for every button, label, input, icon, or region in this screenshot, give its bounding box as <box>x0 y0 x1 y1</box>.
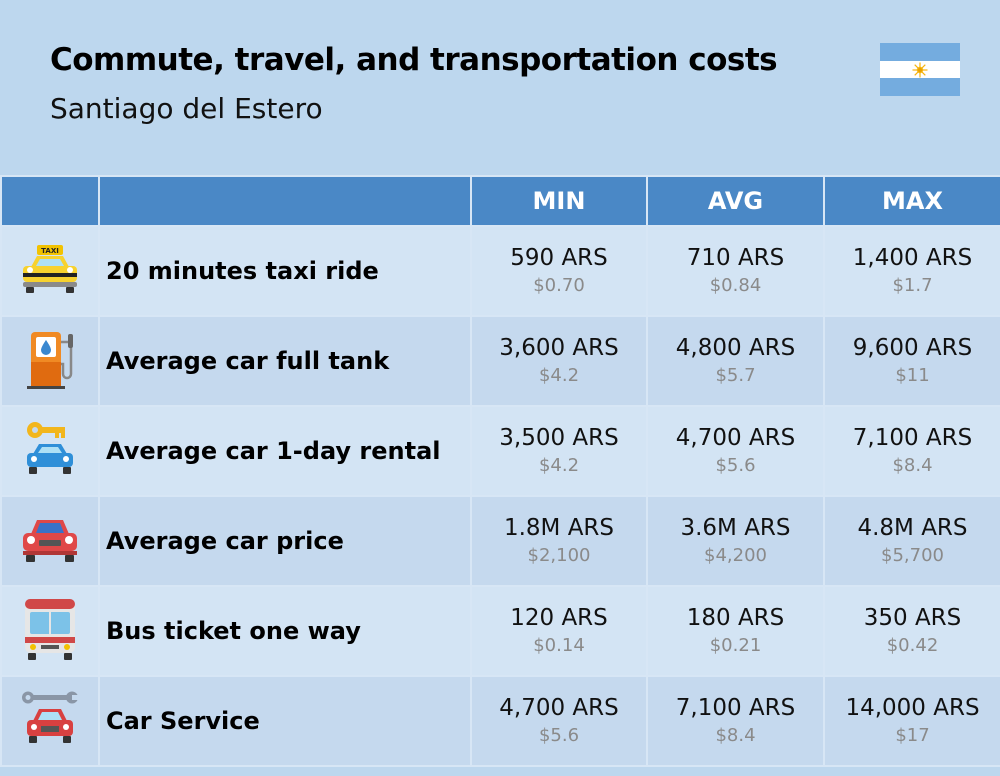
min-usd: $5.6 <box>538 725 580 746</box>
min-ars: 3,500 ARS <box>499 425 619 451</box>
min-cell: 590 ARS $0.70 <box>470 225 648 317</box>
table-header-row: MIN AVG MAX <box>0 175 1000 227</box>
min-cell: 1.8M ARS $2,100 <box>470 495 648 587</box>
max-ars: 7,100 ARS <box>852 425 973 451</box>
avg-usd: $4,200 <box>704 545 767 566</box>
car-service-icon <box>22 691 79 743</box>
header: Commute, travel, and transportation cost… <box>0 0 1000 175</box>
row-label: Average car 1-day rental <box>98 405 472 497</box>
min-usd: $2,100 <box>527 545 591 566</box>
max-cell: 7,100 ARS $8.4 <box>823 405 1000 497</box>
avg-usd: $5.6 <box>715 455 756 476</box>
min-usd: $0.14 <box>533 635 585 656</box>
bus-icon <box>25 599 75 660</box>
avg-usd: $0.21 <box>709 635 762 656</box>
avg-cell: 180 ARS $0.21 <box>646 585 825 677</box>
max-usd: $8.4 <box>892 455 933 476</box>
avg-usd: $0.84 <box>709 275 762 296</box>
max-ars: 9,600 ARS <box>852 335 973 361</box>
avg-usd: $8.4 <box>715 725 756 746</box>
avg-ars: 710 ARS <box>686 245 785 271</box>
row-label: Average car price <box>98 495 472 587</box>
max-cell: 9,600 ARS $11 <box>823 315 1000 407</box>
header-min: MIN <box>470 175 648 227</box>
page-title: Commute, travel, and transportation cost… <box>50 42 778 78</box>
max-cell: 4.8M ARS $5,700 <box>823 495 1000 587</box>
min-cell: 3,600 ARS $4.2 <box>470 315 648 407</box>
avg-cell: 710 ARS $0.84 <box>646 225 825 317</box>
row-label: 20 minutes taxi ride <box>98 225 472 317</box>
max-ars: 14,000 ARS <box>845 695 980 721</box>
avg-ars: 3.6M ARS <box>680 515 791 541</box>
header-avg: AVG <box>646 175 825 227</box>
max-usd: $0.42 <box>886 635 939 656</box>
table-row: Average car full tank 3,600 ARS $4.2 4,8… <box>0 315 1000 407</box>
header-icon-col <box>0 175 100 227</box>
max-ars: 350 ARS <box>863 605 962 631</box>
max-cell: 14,000 ARS $17 <box>823 675 1000 767</box>
max-usd: $5,700 <box>881 545 944 566</box>
gas-pump-icon <box>27 332 73 389</box>
max-cell: 350 ARS $0.42 <box>823 585 1000 677</box>
header-label-col <box>98 175 472 227</box>
min-ars: 1.8M ARS <box>503 515 615 541</box>
table-row: Bus ticket one way 120 ARS $0.14 180 ARS… <box>0 585 1000 677</box>
avg-ars: 180 ARS <box>686 605 785 631</box>
max-ars: 1,400 ARS <box>852 245 973 271</box>
avg-ars: 4,700 ARS <box>675 425 796 451</box>
max-usd: $17 <box>895 725 930 746</box>
max-ars: 4.8M ARS <box>857 515 968 541</box>
min-ars: 120 ARS <box>510 605 608 631</box>
car-icon <box>23 520 77 562</box>
table-row: Average car price 1.8M ARS $2,100 3.6M A… <box>0 495 1000 587</box>
svg-text:TAXI: TAXI <box>41 247 59 255</box>
max-cell: 1,400 ARS $1.7 <box>823 225 1000 317</box>
table-row: TAXI 20 minutes taxi ride 590 ARS $0.70 … <box>0 225 1000 317</box>
row-label: Car Service <box>98 675 472 767</box>
min-usd: $0.70 <box>533 275 585 296</box>
city-subtitle: Santiago del Estero <box>50 92 323 125</box>
row-label: Average car full tank <box>98 315 472 407</box>
min-cell: 120 ARS $0.14 <box>470 585 648 677</box>
min-ars: 4,700 ARS <box>499 695 619 721</box>
taxi-icon: TAXI <box>23 245 77 293</box>
header-max: MAX <box>823 175 1000 227</box>
cost-table: MIN AVG MAX TAXI 20 minutes taxi ride 59… <box>0 175 1000 767</box>
min-ars: 3,600 ARS <box>499 335 619 361</box>
min-ars: 590 ARS <box>510 245 608 271</box>
max-usd: $11 <box>895 365 930 386</box>
table-row: Car Service 4,700 ARS $5.6 7,100 ARS $8.… <box>0 675 1000 767</box>
min-cell: 4,700 ARS $5.6 <box>470 675 648 767</box>
car-key-icon <box>27 422 73 474</box>
avg-cell: 3.6M ARS $4,200 <box>646 495 825 587</box>
avg-cell: 7,100 ARS $8.4 <box>646 675 825 767</box>
max-usd: $1.7 <box>892 275 933 296</box>
argentina-flag-icon <box>880 43 960 97</box>
avg-usd: $5.7 <box>715 365 756 386</box>
avg-ars: 4,800 ARS <box>675 335 796 361</box>
min-usd: $4.2 <box>538 455 580 476</box>
avg-ars: 7,100 ARS <box>675 695 796 721</box>
row-label: Bus ticket one way <box>98 585 472 677</box>
avg-cell: 4,800 ARS $5.7 <box>646 315 825 407</box>
min-cell: 3,500 ARS $4.2 <box>470 405 648 497</box>
avg-cell: 4,700 ARS $5.6 <box>646 405 825 497</box>
table-row: Average car 1-day rental 3,500 ARS $4.2 … <box>0 405 1000 497</box>
min-usd: $4.2 <box>538 365 580 386</box>
